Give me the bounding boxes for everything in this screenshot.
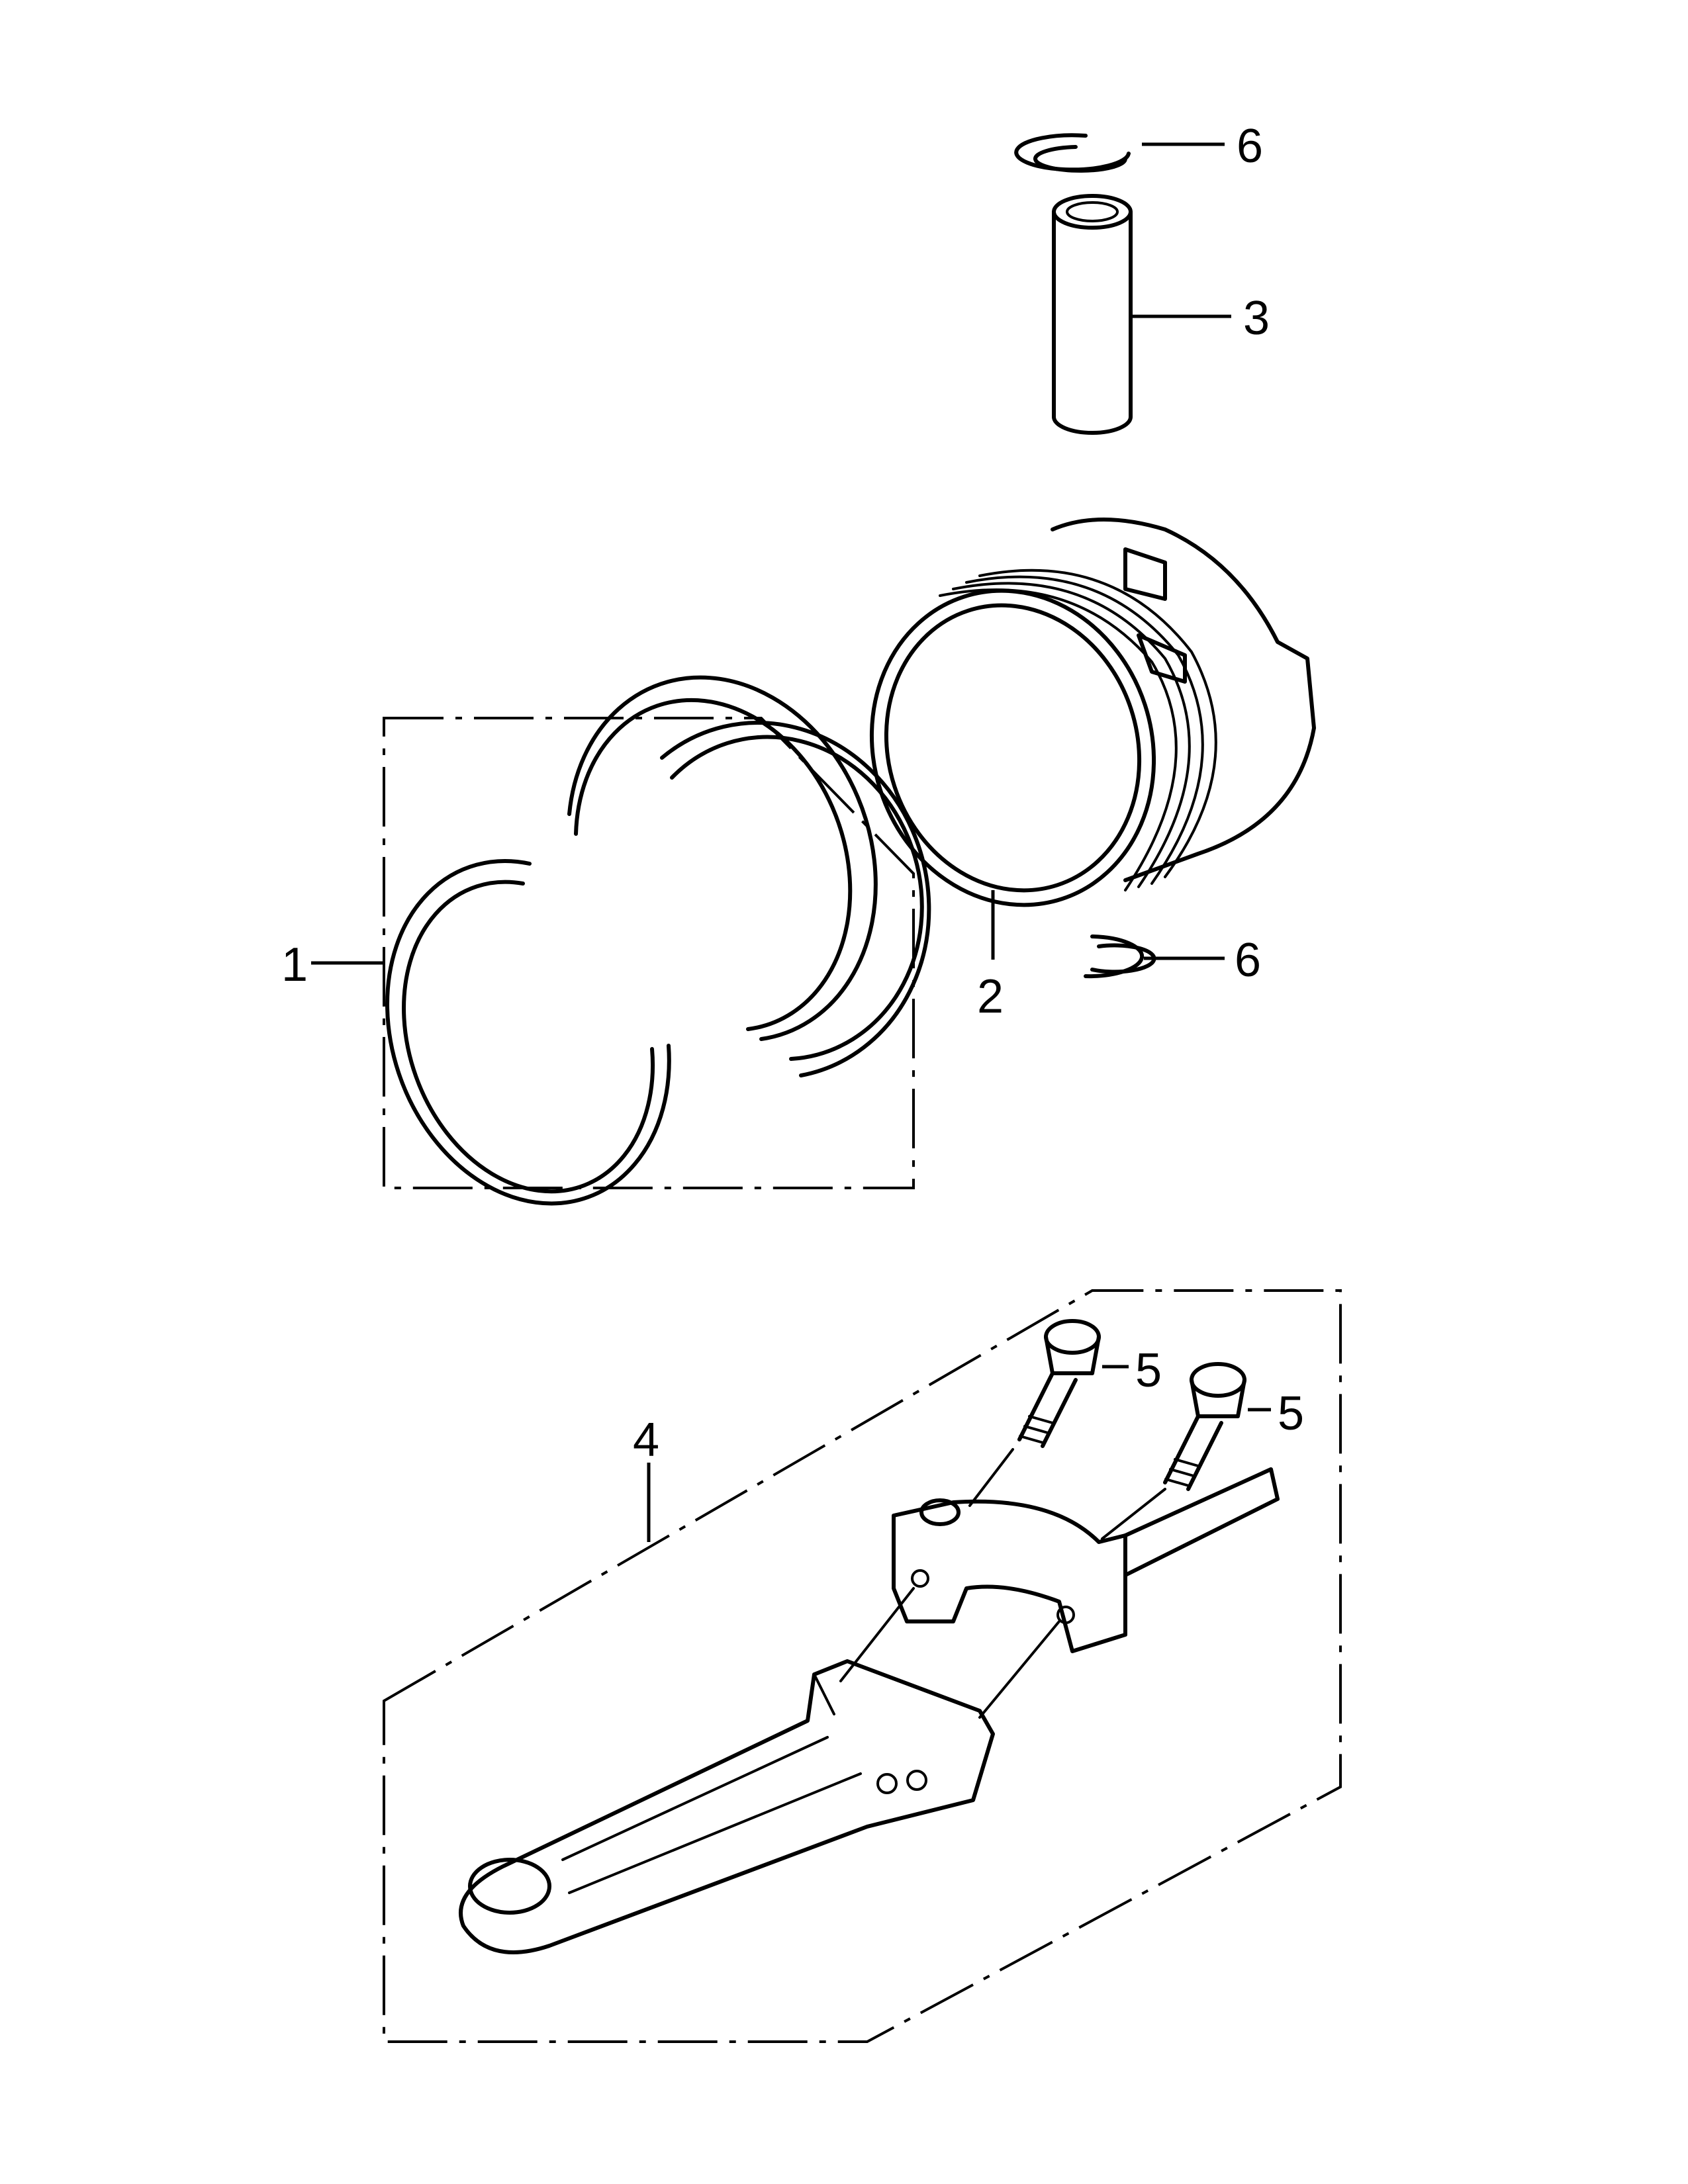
callout-6-bottom: 6 [1235,934,1261,987]
callout-1: 1 [281,938,308,991]
bolt-b [1163,1362,1246,1491]
piston [869,518,1316,907]
circlip-bottom [1084,934,1156,979]
callout-2: 2 [977,970,1004,1023]
rod-cap [892,1467,1280,1653]
callout-4: 4 [633,1414,659,1467]
callout-3: 3 [1243,292,1270,345]
circlip-top [1014,133,1131,173]
ring-set-box [383,717,915,1189]
callout-5-b: 5 [1278,1387,1304,1440]
alignment-lines [839,1448,1166,1719]
piston-pin [1052,194,1133,435]
bolt-a [1017,1319,1101,1448]
connecting-rod [459,1659,995,1954]
connecting-rod-box [383,1289,1342,2043]
piston-rings [385,675,931,1206]
callout-6-top: 6 [1237,120,1263,173]
callout-5-a: 5 [1135,1344,1162,1397]
